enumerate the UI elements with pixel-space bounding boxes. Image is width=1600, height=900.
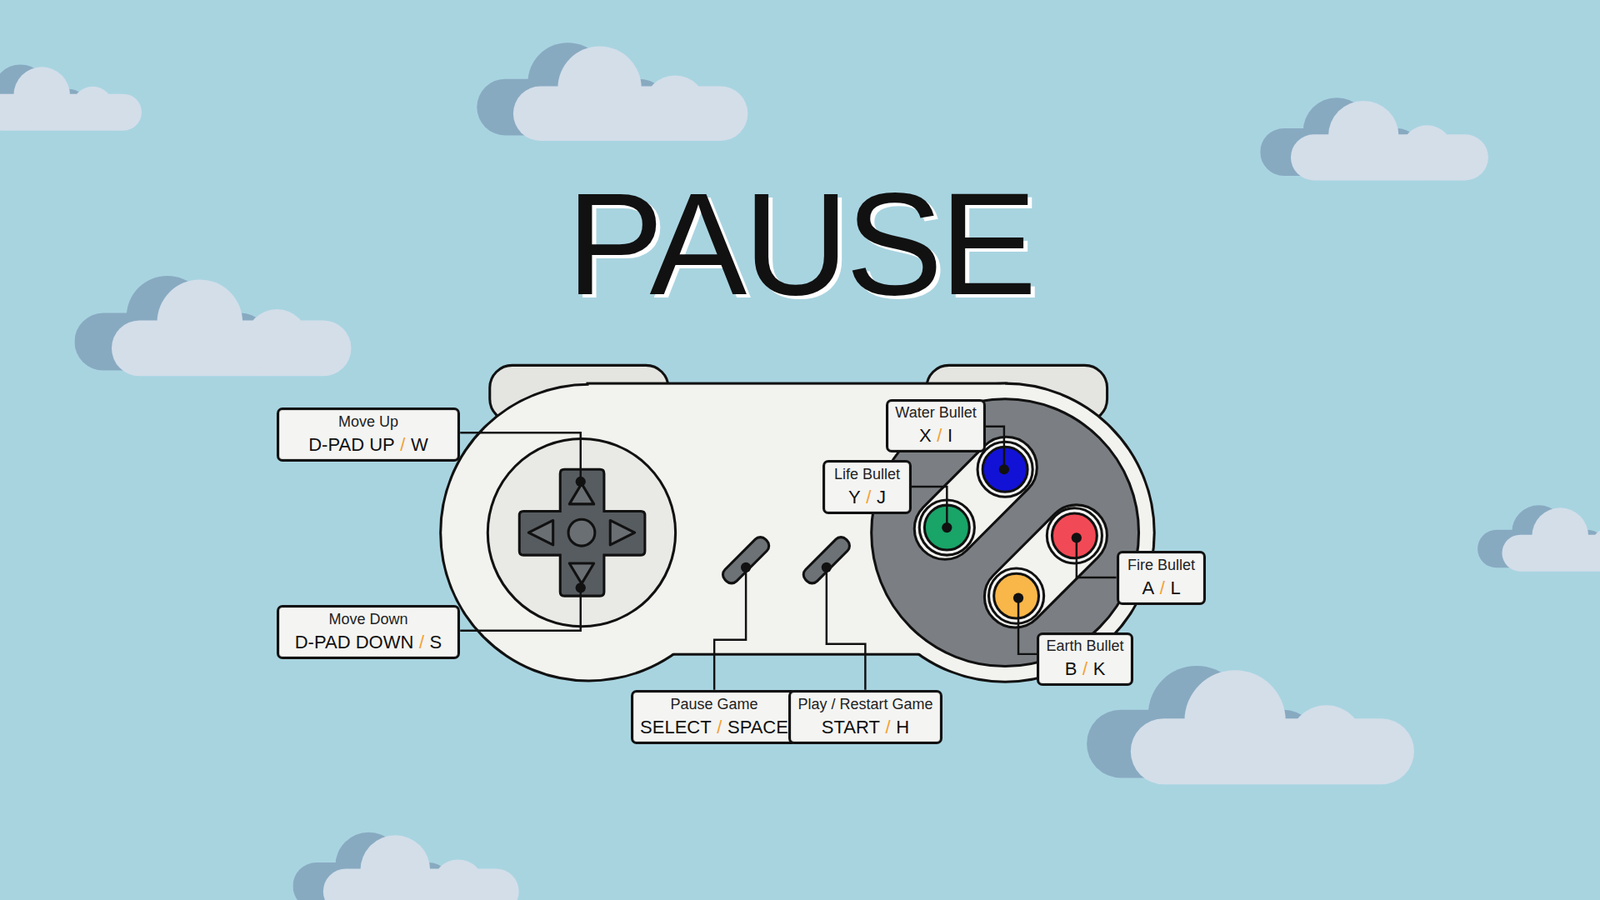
- controller: [441, 365, 1153, 690]
- key-name: X: [919, 425, 932, 446]
- key-binding: SELECT/SPACE: [640, 715, 789, 740]
- leader-lines: [826, 567, 866, 690]
- separator: /: [716, 716, 722, 738]
- leader-lines: [460, 587, 580, 630]
- key-binding: D-PAD UP/W: [308, 433, 429, 457]
- cloud: [0, 64, 142, 130]
- key-binding: B/K: [1065, 657, 1106, 681]
- action-name: Water Bullet: [895, 404, 976, 423]
- control-callout: Pause GameSELECT/SPACE: [630, 690, 798, 745]
- key-name: S: [430, 631, 443, 653]
- control-callout: Fire BulletA/L: [1116, 550, 1206, 605]
- face-buttons: [994, 573, 1040, 619]
- button-area: [871, 399, 1140, 667]
- dpad-arrows: [569, 563, 594, 584]
- leader-dots: [999, 464, 1010, 475]
- control-callout: Earth BulletB/K: [1036, 632, 1134, 686]
- leader-lines: [460, 426, 1116, 690]
- dpad-arrows: [528, 520, 553, 545]
- leader-dots: [1071, 532, 1082, 543]
- dpad-center: [568, 519, 595, 546]
- separator: /: [1160, 577, 1165, 599]
- face-buttons: [982, 446, 1028, 492]
- cloud: [292, 832, 519, 900]
- key-name: SELECT: [640, 716, 712, 738]
- control-callout: Water BulletX/I: [885, 399, 986, 453]
- cloud: [1477, 505, 1600, 571]
- action-name: Earth Bullet: [1045, 637, 1124, 656]
- clouds: [0, 42, 1600, 900]
- action-name: Move Down: [328, 610, 408, 630]
- key-name: W: [410, 434, 429, 455]
- leader-dots: [1013, 592, 1024, 603]
- key-name: D-PAD UP: [308, 434, 395, 455]
- control-callout: Life BulletY/J: [822, 460, 912, 515]
- leader-lines: [460, 432, 580, 482]
- button-pill: [971, 492, 1120, 640]
- leader-dots: [740, 562, 751, 573]
- separator: /: [936, 425, 942, 446]
- leader-lines: [1076, 537, 1117, 578]
- separator: /: [419, 631, 425, 653]
- title-text: PAUSE: [566, 162, 1034, 325]
- face-buttons: [977, 441, 1033, 497]
- leader-lines: [714, 567, 746, 690]
- key-name: B: [1065, 658, 1078, 680]
- separator: /: [1082, 658, 1088, 680]
- control-callout: Move DownD-PAD DOWN/S: [276, 605, 460, 660]
- face-buttons: [919, 441, 1102, 624]
- leader-dots: [575, 582, 586, 593]
- key-name: D-PAD DOWN: [295, 631, 415, 653]
- key-binding: X/I: [919, 424, 953, 448]
- cloud: [476, 42, 748, 141]
- face-buttons: [1046, 508, 1102, 564]
- separator: /: [885, 716, 891, 738]
- key-binding: Y/J: [848, 485, 886, 510]
- key-name: Y: [848, 486, 861, 508]
- action-name: Move Up: [338, 413, 399, 432]
- action-name: Fire Bullet: [1127, 556, 1195, 575]
- dpad-ring: [487, 439, 675, 627]
- screen-title: PAUSE: [0, 170, 1600, 317]
- action-name: Play / Restart Game: [797, 695, 933, 715]
- control-callout: Play / Restart GameSTART/H: [788, 690, 943, 745]
- key-name: J: [876, 486, 886, 508]
- separator: /: [865, 486, 871, 508]
- dpad-arrows: [610, 520, 635, 545]
- control-callout: Move UpD-PAD UP/W: [276, 407, 460, 462]
- cloud: [74, 275, 351, 376]
- leader-dots: [821, 562, 832, 573]
- key-name: START: [821, 716, 880, 738]
- key-name: I: [947, 425, 953, 446]
- action-name: Pause Game: [670, 695, 758, 715]
- leader-lines: [910, 486, 947, 528]
- cloud: [1086, 665, 1415, 785]
- key-binding: START/H: [821, 715, 910, 740]
- leader-dots: [941, 522, 952, 533]
- dpad: [519, 469, 645, 596]
- dpad-arrows: [528, 483, 635, 584]
- dpad-arrows: [569, 483, 594, 504]
- face-buttons: [989, 568, 1045, 624]
- key-name: K: [1093, 658, 1106, 680]
- leader-dots: [575, 476, 586, 487]
- key-binding: A/L: [1141, 576, 1180, 600]
- face-buttons: [1051, 513, 1097, 559]
- key-name: A: [1141, 577, 1155, 599]
- action-name: Life Bullet: [834, 465, 900, 485]
- separator: /: [400, 434, 405, 455]
- key-name: H: [895, 716, 910, 738]
- key-binding: D-PAD DOWN/S: [295, 630, 443, 655]
- key-name: L: [1170, 577, 1180, 599]
- cloud: [1260, 97, 1489, 180]
- key-name: SPACE: [727, 716, 789, 738]
